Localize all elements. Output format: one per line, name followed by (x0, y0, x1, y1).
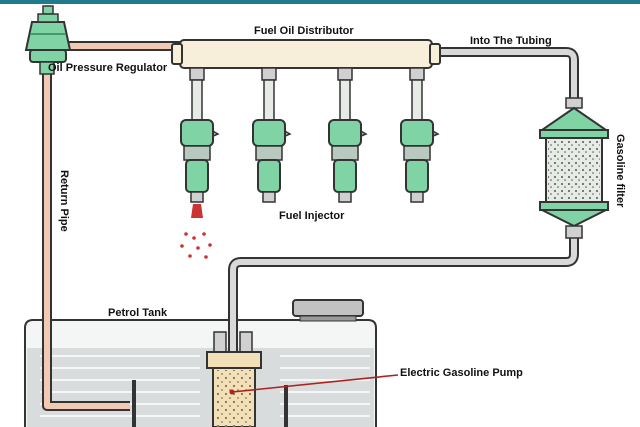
electric-gasoline-pump (206, 331, 262, 427)
supply-pipe (228, 47, 579, 352)
label-oil-pressure-regulator: Oil Pressure Regulator (48, 62, 168, 74)
pump-pointer (229, 374, 399, 395)
gasoline-filter (538, 97, 610, 239)
oil-pressure-regulator (24, 5, 72, 75)
label-electric-gasoline-pump: Electric Gasoline Pump (400, 367, 523, 379)
label-into-the-tubing: Into The Tubing (470, 35, 552, 47)
label-petrol-tank: Petrol Tank (108, 307, 168, 319)
fuel-injector-4 (400, 67, 440, 203)
label-fuel-oil-distributor: Fuel Oil Distributor (254, 25, 354, 37)
fuel-injector-2 (252, 67, 292, 203)
fuel-oil-distributor (171, 39, 441, 69)
label-return-pipe: Return Pipe (58, 170, 70, 232)
label-fuel-injector: Fuel Injector (279, 210, 345, 222)
fuel-injector-3 (328, 67, 368, 203)
petrol-tank (24, 299, 377, 427)
label-gasoline-filter: Gasoline filter (614, 134, 626, 208)
return-pipe (42, 41, 182, 411)
tank-filler-cap (292, 299, 364, 317)
fuel-injector (180, 67, 440, 203)
top-accent-bar (0, 0, 640, 4)
fuel-spray (180, 204, 212, 259)
fuel-injector-1 (180, 67, 220, 203)
